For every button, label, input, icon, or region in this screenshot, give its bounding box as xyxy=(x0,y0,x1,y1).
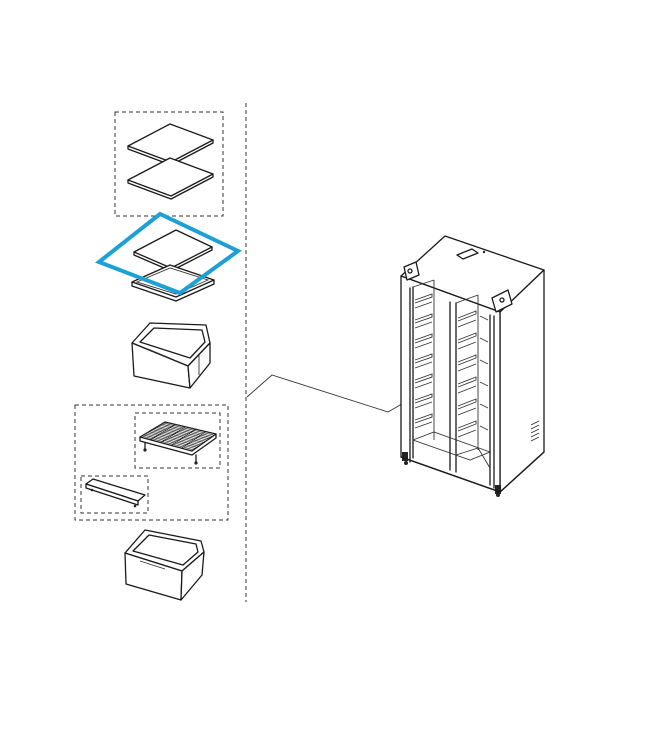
wire-rack[interactable] xyxy=(134,412,221,469)
hinge-left xyxy=(403,261,420,281)
wire-rack-grid xyxy=(141,422,215,451)
wire-rack-dashed-box xyxy=(134,412,221,469)
trim-bar-dashed-box xyxy=(80,475,149,514)
highlight-outline xyxy=(94,211,242,296)
group-dashed-box xyxy=(114,111,224,217)
side-vent xyxy=(530,420,540,442)
shelf-glass-panel-highlighted xyxy=(133,229,213,272)
side-by-side-refrigerator[interactable] xyxy=(400,235,545,497)
drawer-trim-bar[interactable] xyxy=(80,475,149,514)
shelf-glass-upper-group[interactable] xyxy=(114,111,224,217)
shelf-glass-highlighted-group[interactable] xyxy=(94,211,242,302)
crisper-drawer-upper[interactable] xyxy=(131,322,211,389)
leader-line xyxy=(246,374,413,413)
fresh-food-shelf-rails xyxy=(457,310,489,438)
freezer-shelf-rails xyxy=(414,293,433,429)
hinge-right xyxy=(491,289,513,313)
shelf-glass-panel-bottom xyxy=(127,157,214,200)
accessory-dashed-box xyxy=(74,404,229,521)
crisper-drawer-lower[interactable] xyxy=(124,529,205,601)
shelf-frame xyxy=(131,264,215,302)
